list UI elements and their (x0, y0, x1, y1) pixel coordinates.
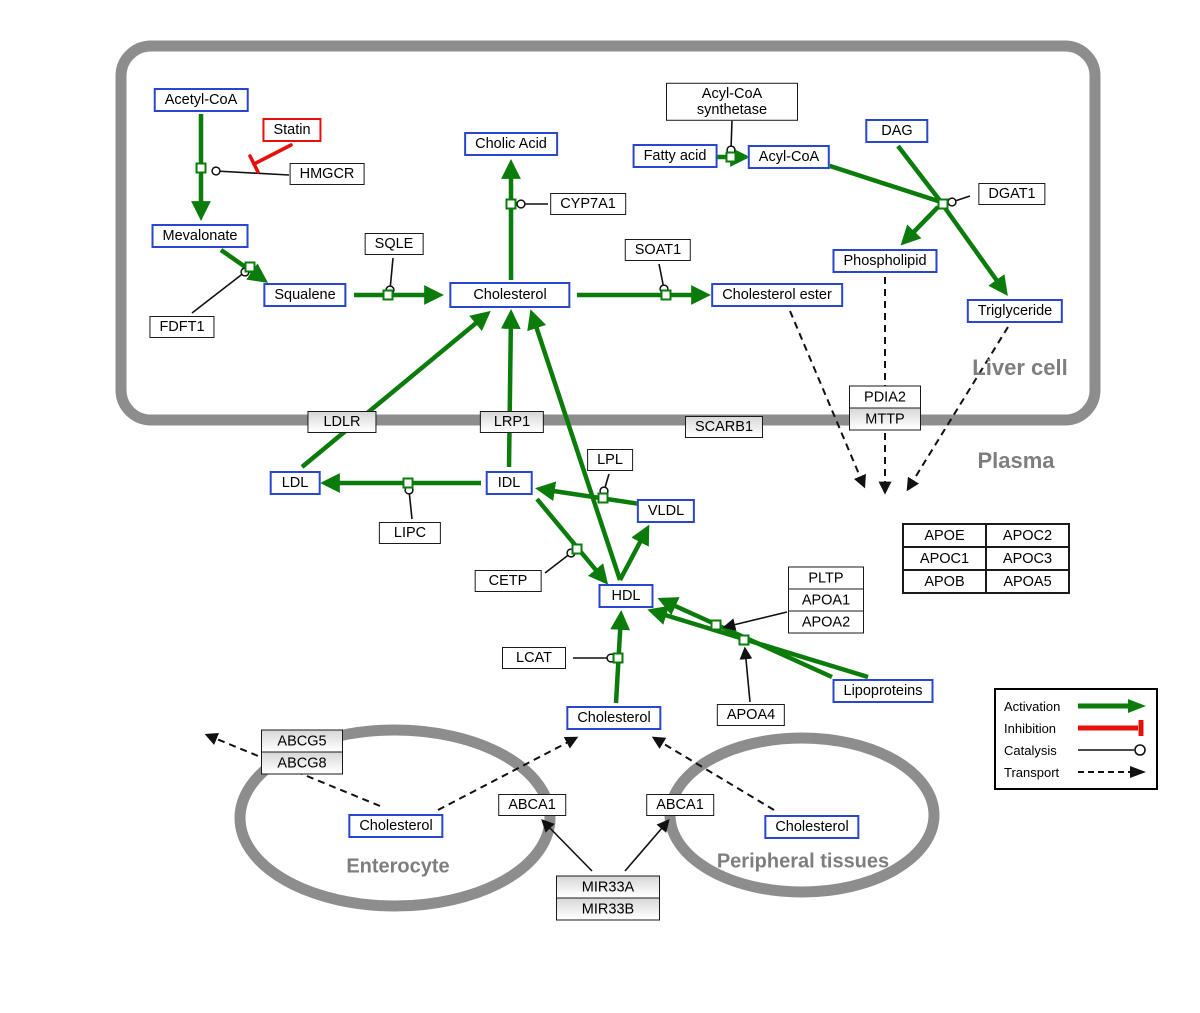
node-hmgcr[interactable]: HMGCR (289, 163, 365, 185)
legend-activation-label: Activation (1004, 698, 1061, 714)
node-dag[interactable]: DAG (865, 119, 929, 143)
node-sqle[interactable]: SQLE (364, 233, 424, 255)
legend-transport-label: Transport (1004, 764, 1060, 780)
compartment-label-plasma: Plasma (977, 448, 1055, 473)
node-statin[interactable]: Statin (262, 118, 322, 142)
node-abcg5[interactable]: ABCG5 (262, 730, 342, 752)
legend-row-inhibition: Inhibition (1004, 717, 1148, 739)
legend-catalysis-label: Catalysis (1004, 742, 1057, 758)
node-pdia2[interactable]: PDIA2 (864, 389, 906, 405)
inhibition-tbar-icon (1078, 720, 1144, 736)
node-phospholipid[interactable]: Phospholipid (832, 249, 938, 273)
node-abca1-enterocyte[interactable]: ABCA1 (498, 794, 566, 816)
node-squalene[interactable]: Squalene (263, 283, 347, 307)
regulation-arrows (541, 611, 788, 872)
inhibition-edge (248, 143, 293, 174)
node-apoc1[interactable]: APOC1 (903, 547, 986, 570)
node-apoa1[interactable]: APOA1 (789, 588, 863, 611)
apolipoprotein-table: APOE APOC2 APOC1 APOC3 APOB APOA5 (902, 523, 1070, 594)
node-lpl[interactable]: LPL (587, 449, 633, 471)
pdia2-mttp-stack: PDIA2 MTTP (849, 385, 921, 431)
node-abcg8[interactable]: ABCG8 (262, 751, 342, 774)
node-vldl[interactable]: VLDL (636, 499, 696, 523)
pltp-apoa1-apoa2-stack: PLTP APOA1 APOA2 (788, 566, 864, 634)
node-scarb1[interactable]: SCARB1 (684, 416, 764, 438)
node-cholesterol-plasma[interactable]: Cholesterol (566, 706, 662, 730)
compartment-outlines (115, 40, 1101, 912)
node-cholesterol-liver[interactable]: Cholesterol (449, 282, 571, 308)
node-mevalonate[interactable]: Mevalonate (151, 224, 249, 248)
node-acetyl-coa[interactable]: Acetyl-CoA (153, 88, 249, 112)
abcg5-abcg8-stack: ABCG5 ABCG8 (261, 729, 343, 775)
node-lipc[interactable]: LIPC (378, 522, 442, 544)
node-cetp[interactable]: CETP (474, 570, 542, 592)
compartment-label-liver: Liver cell (972, 355, 1068, 380)
node-mttp[interactable]: MTTP (850, 407, 920, 430)
activation-arrow-icon (1078, 699, 1146, 713)
node-soat1[interactable]: SOAT1 (624, 239, 692, 261)
node-abca1-peripheral[interactable]: ABCA1 (646, 794, 714, 816)
node-apoa2[interactable]: APOA2 (789, 610, 863, 633)
catalysis-edges (191, 119, 971, 663)
legend-row-activation: Activation (1004, 695, 1148, 717)
node-apoa4[interactable]: APOA4 (716, 704, 786, 726)
node-apoa5[interactable]: APOA5 (986, 570, 1069, 593)
node-lipoproteins[interactable]: Lipoproteins (832, 679, 934, 703)
node-hdl[interactable]: HDL (598, 584, 654, 608)
transport-edges (204, 277, 1009, 811)
node-cholesterol-ester[interactable]: Cholesterol ester (711, 283, 843, 307)
legend: Activation Inhibition Catalysis Transpor… (994, 688, 1158, 790)
node-mir33b[interactable]: MIR33B (557, 897, 659, 920)
node-apoe[interactable]: APOE (903, 524, 986, 547)
node-ldl[interactable]: LDL (269, 471, 321, 495)
node-fdft1[interactable]: FDFT1 (149, 316, 215, 338)
node-cholesterol-peripheral[interactable]: Cholesterol (764, 815, 860, 839)
node-apob[interactable]: APOB (903, 570, 986, 593)
node-cholesterol-enterocyte[interactable]: Cholesterol (348, 814, 444, 838)
mir33-stack: MIR33A MIR33B (556, 875, 660, 921)
node-mir33a[interactable]: MIR33A (557, 876, 659, 898)
node-cyp7a1[interactable]: CYP7A1 (550, 193, 626, 215)
compartment-label-peripheral: Peripheral tissues (716, 850, 890, 873)
node-apoc2[interactable]: APOC2 (986, 524, 1069, 547)
node-dgat1[interactable]: DGAT1 (978, 183, 1046, 205)
legend-row-catalysis: Catalysis (1004, 739, 1148, 761)
legend-row-transport: Transport (1004, 761, 1148, 783)
node-triglyceride[interactable]: Triglyceride (966, 299, 1064, 323)
node-apoc3[interactable]: APOC3 (986, 547, 1069, 570)
node-pltp[interactable]: PLTP (808, 570, 844, 586)
compartment-label-enterocyte: Enterocyte (346, 855, 450, 878)
node-fatty-acid[interactable]: Fatty acid (632, 144, 718, 168)
legend-inhibition-label: Inhibition (1004, 720, 1057, 736)
reaction-nodes (195, 151, 949, 664)
catalysis-circle-icon (1078, 744, 1146, 756)
node-acyl-coa[interactable]: Acyl-CoA (747, 145, 831, 169)
node-cholic-acid[interactable]: Cholic Acid (464, 132, 558, 156)
node-ldlr[interactable]: LDLR (307, 411, 377, 433)
transport-dashed-arrow-icon (1078, 766, 1146, 778)
node-lcat[interactable]: LCAT (502, 647, 566, 669)
node-lrp1[interactable]: LRP1 (479, 411, 545, 433)
node-idl[interactable]: IDL (485, 471, 533, 495)
node-acyl-coa-synthetase[interactable]: Acyl-CoA synthetase (666, 82, 798, 122)
activation-edges (191, 114, 1008, 704)
